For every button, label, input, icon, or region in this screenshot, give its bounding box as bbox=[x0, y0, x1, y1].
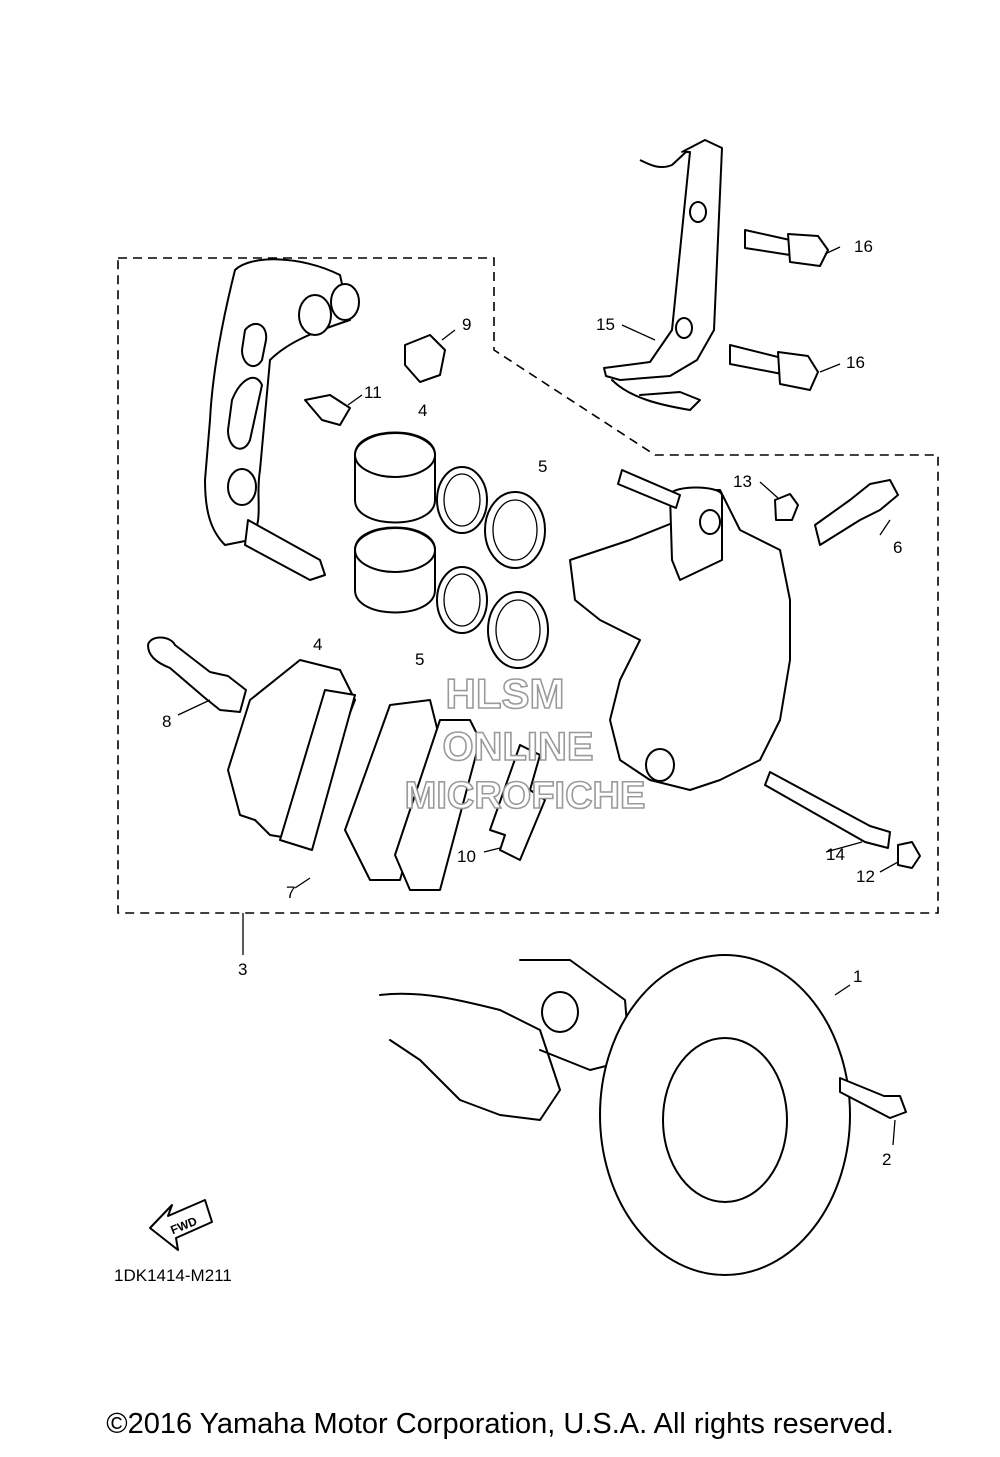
callout-14: 14 bbox=[826, 845, 845, 864]
fork-leg bbox=[379, 959, 631, 1121]
cap-12 bbox=[897, 841, 921, 869]
slide-pin bbox=[617, 469, 681, 509]
watermark-line-1: HLSM bbox=[446, 670, 565, 717]
diagram-code: 1DK1414-M211 bbox=[114, 1266, 232, 1285]
brake-disc bbox=[599, 954, 851, 1276]
caliper-body bbox=[569, 486, 791, 791]
callout-3: 3 bbox=[238, 960, 247, 979]
caliper-assembly-boundary bbox=[117, 257, 939, 914]
bolt-16-upper bbox=[744, 229, 829, 267]
pad-spring bbox=[489, 744, 546, 861]
callout-13: 13 bbox=[733, 472, 752, 491]
callout-16-upper: 16 bbox=[854, 237, 873, 256]
boot-9 bbox=[404, 334, 446, 383]
callout-1: 1 bbox=[853, 967, 862, 986]
callout-5-lower: 5 bbox=[415, 650, 424, 669]
callout-9: 9 bbox=[462, 315, 471, 334]
copyright-notice: ©2016 Yamaha Motor Corporation, U.S.A. A… bbox=[106, 1408, 894, 1440]
watermark-line-2: ONLINE bbox=[442, 725, 593, 769]
disc-bolt bbox=[839, 1077, 907, 1119]
callout-8: 8 bbox=[162, 712, 171, 731]
bolt-16-lower bbox=[729, 344, 819, 391]
callout-6: 6 bbox=[893, 538, 902, 557]
watermark-line-3: MICROFICHE bbox=[405, 775, 646, 817]
pad-clip bbox=[304, 394, 351, 426]
piston-seals bbox=[436, 466, 549, 669]
callout-2: 2 bbox=[882, 1150, 891, 1169]
piston-upper bbox=[354, 431, 436, 524]
callout-4-upper: 4 bbox=[418, 401, 427, 420]
callout-12: 12 bbox=[856, 867, 875, 886]
leader-lines bbox=[177, 246, 899, 1146]
callout-16-lower: 16 bbox=[846, 353, 865, 372]
brake-hose-bracket bbox=[603, 139, 723, 411]
callout-15: 15 bbox=[596, 315, 615, 334]
brake-pads bbox=[227, 659, 481, 891]
callout-4-lower: 4 bbox=[313, 635, 322, 654]
callout-5-upper: 5 bbox=[538, 457, 547, 476]
piston-lower bbox=[354, 526, 436, 614]
callout-7: 7 bbox=[286, 883, 295, 902]
forward-arrow-icon: FWD bbox=[149, 1199, 213, 1251]
caliper-support-bracket bbox=[204, 258, 360, 581]
cap-13 bbox=[774, 493, 799, 521]
bleed-screw bbox=[814, 479, 899, 546]
guide-pin bbox=[764, 771, 891, 849]
callout-11: 11 bbox=[364, 383, 382, 402]
pad-pin bbox=[147, 636, 247, 713]
callout-10: 10 bbox=[457, 847, 476, 866]
